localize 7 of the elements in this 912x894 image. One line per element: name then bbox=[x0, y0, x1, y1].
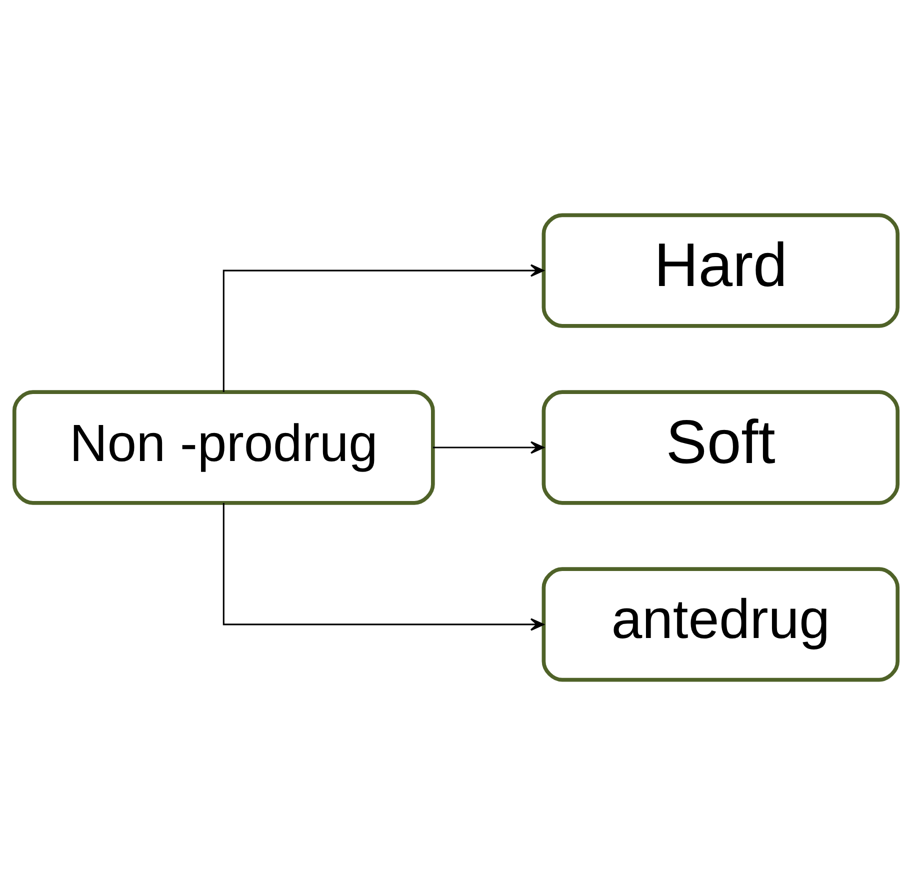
arrow bbox=[432, 440, 544, 454]
arrow bbox=[222, 502, 544, 630]
arrow bbox=[222, 264, 544, 392]
node-box: Non -prodrug bbox=[12, 390, 435, 504]
node-box: antedrug bbox=[542, 566, 900, 682]
node-box: Hard bbox=[542, 212, 900, 328]
node-box: Soft bbox=[542, 390, 900, 504]
